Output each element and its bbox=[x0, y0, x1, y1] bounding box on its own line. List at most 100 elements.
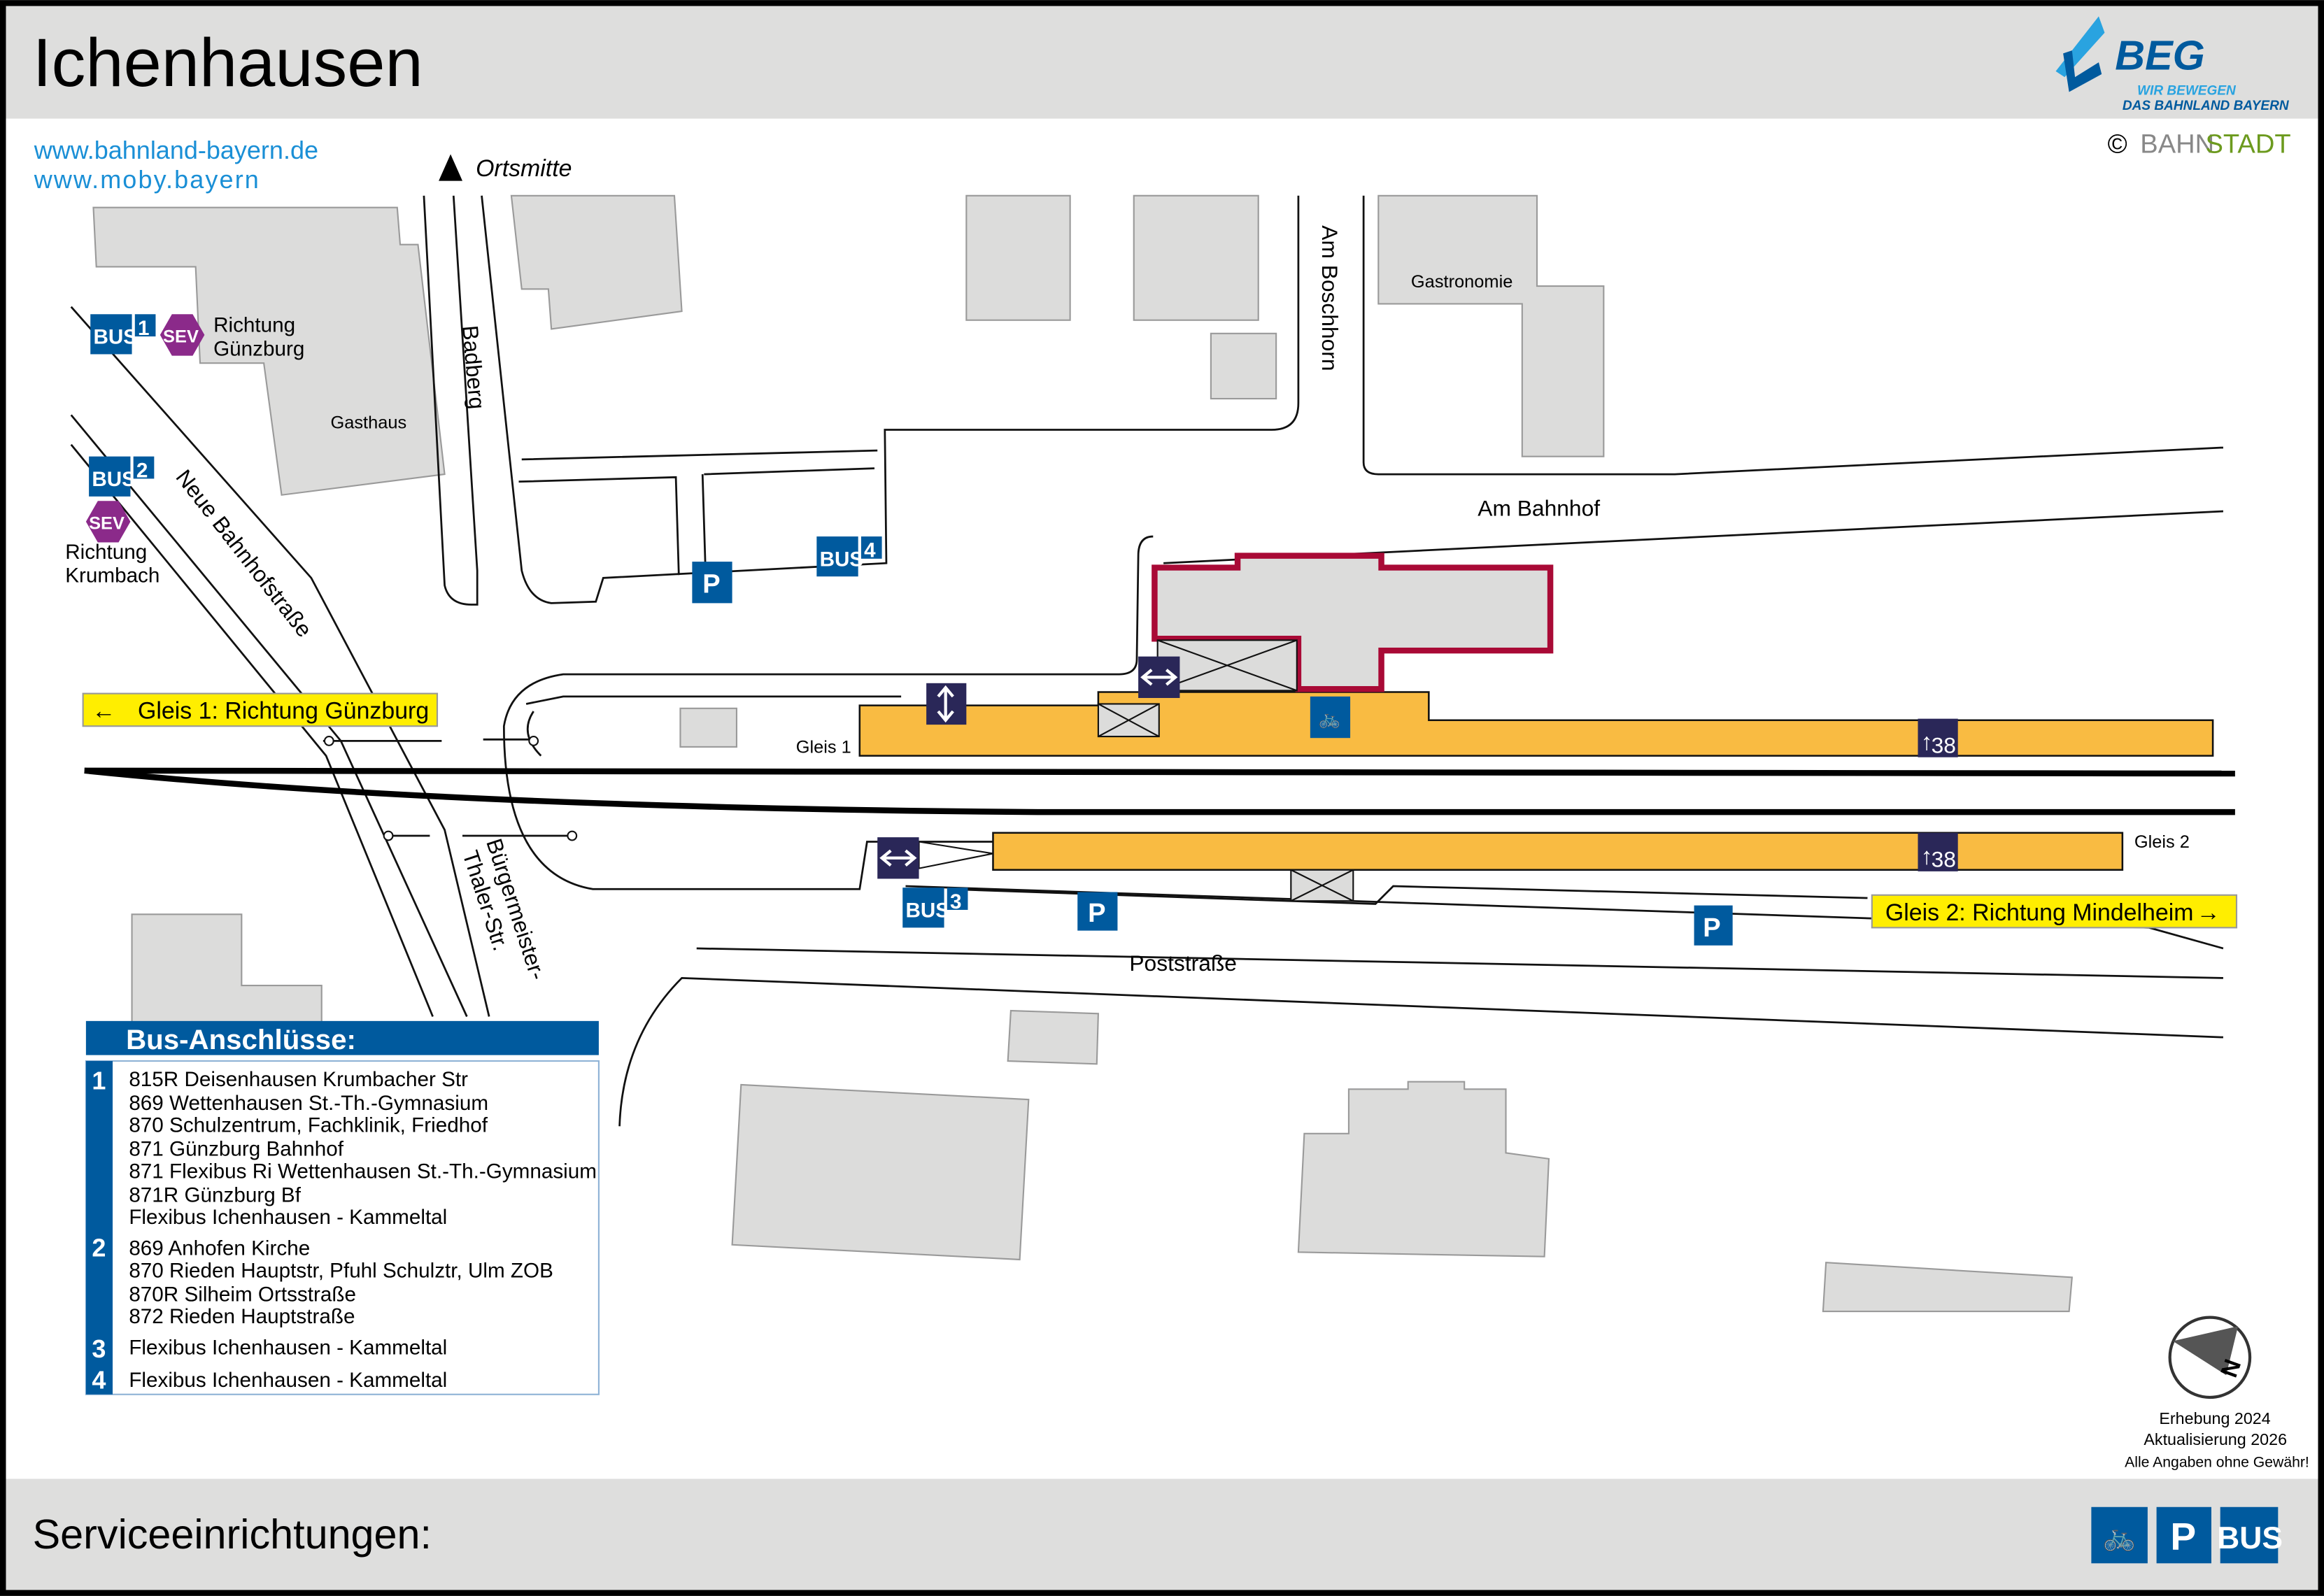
svg-text:871 Flexibus Ri Wettenhausen S: 871 Flexibus Ri Wettenhausen St.-Th.-Gym… bbox=[129, 1160, 597, 1183]
svg-text:Flexibus Ichenhausen - Kammelt: Flexibus Ichenhausen - Kammeltal bbox=[129, 1369, 447, 1392]
svg-text:38: 38 bbox=[1932, 732, 1956, 757]
svg-text:2: 2 bbox=[136, 459, 148, 482]
bicycle-parking-icon: 🚲 bbox=[1310, 696, 1351, 739]
direction-guenzburg-2: Günzburg bbox=[213, 338, 304, 361]
svg-text:©: © bbox=[2108, 129, 2127, 159]
footer-title: Serviceeinrichtungen: bbox=[33, 1511, 432, 1558]
svg-text:DAS BAHNLAND BAYERN: DAS BAHNLAND BAYERN bbox=[2123, 99, 2290, 113]
street-am-boschhorn: Am Boschhorn bbox=[1317, 225, 1342, 371]
svg-text:872 Rieden Hauptstraße: 872 Rieden Hauptstraße bbox=[129, 1305, 355, 1328]
parking-icon: P bbox=[1077, 892, 1118, 931]
svg-text:1: 1 bbox=[92, 1066, 106, 1095]
platform-height-sign: ↑ 38 bbox=[1918, 832, 1958, 872]
svg-text:↑: ↑ bbox=[1921, 729, 1933, 755]
svg-text:871 Günzburg Bahnhof: 871 Günzburg Bahnhof bbox=[129, 1138, 343, 1161]
svg-text:869 Wettenhausen St.-Th.-Gymna: 869 Wettenhausen St.-Th.-Gymnasium bbox=[129, 1092, 488, 1115]
svg-text:SEV: SEV bbox=[163, 327, 199, 347]
svg-text:STADT: STADT bbox=[2206, 129, 2291, 159]
signal-markers bbox=[323, 736, 578, 841]
svg-text:BAHN: BAHN bbox=[2140, 129, 2214, 159]
svg-text:↑: ↑ bbox=[1921, 843, 1933, 869]
link-moby[interactable]: www.moby.bayern bbox=[34, 165, 260, 194]
link-bahnland[interactable]: www.bahnland-bayern.de bbox=[34, 136, 318, 164]
track-1 bbox=[84, 767, 2235, 777]
ortsmitte-label: Ortsmitte bbox=[476, 155, 572, 182]
sev-icon: SEV bbox=[160, 314, 205, 356]
svg-text:Bus-Anschlüsse:: Bus-Anschlüsse: bbox=[126, 1024, 356, 1055]
gastronomie-label: Gastronomie bbox=[1411, 272, 1512, 292]
svg-text:P: P bbox=[1088, 898, 1105, 928]
street-am-bahnhof: Am Bahnhof bbox=[1478, 495, 1600, 520]
svg-text:3: 3 bbox=[92, 1334, 106, 1363]
platform-height-sign: ↑ 38 bbox=[1918, 718, 1958, 757]
gleis-2-direction: Gleis 2: Richtung Mindelheim → bbox=[1871, 894, 2238, 929]
bahnstadt-copyright: © BAHN STADT bbox=[2108, 129, 2291, 159]
svg-text:BUS: BUS bbox=[905, 899, 949, 922]
svg-text:BUS: BUS bbox=[93, 326, 137, 349]
svg-text:BEG: BEG bbox=[2115, 32, 2205, 79]
crossing-horizontal-icon bbox=[1138, 656, 1180, 698]
svg-text:870 Schulzentrum, Fachklinik,: 870 Schulzentrum, Fachklinik, Friedhof bbox=[129, 1114, 488, 1137]
bicycle-icon: 🚲 bbox=[2091, 1506, 2148, 1564]
svg-text:4: 4 bbox=[864, 539, 876, 562]
svg-text:P: P bbox=[1703, 913, 1720, 943]
gasthaus-label: Gasthaus bbox=[330, 413, 406, 432]
compass-icon: N bbox=[2168, 1316, 2252, 1399]
sev-icon: SEV bbox=[85, 501, 131, 543]
svg-text:BUS: BUS bbox=[820, 548, 864, 571]
svg-text:871R Günzburg Bf: 871R Günzburg Bf bbox=[129, 1183, 301, 1206]
stairs-vertical-icon bbox=[926, 683, 967, 725]
track-2 bbox=[84, 767, 2235, 815]
svg-text:Gleis 1: Richtung Günzburg: Gleis 1: Richtung Günzburg bbox=[138, 698, 429, 725]
svg-text:815R Deisenhausen Krumbacher S: 815R Deisenhausen Krumbacher Str bbox=[129, 1068, 468, 1091]
bus-stop-3[interactable]: BUS 3 bbox=[902, 888, 968, 928]
direction-krumbach-2: Krumbach bbox=[65, 564, 160, 587]
arrow-right-icon: → bbox=[2197, 899, 2220, 926]
bus-connections-panel: Bus-Anschlüsse: 1 815R Deisenhausen Krum… bbox=[85, 1020, 600, 1395]
bus-stop-2[interactable]: BUS 2 bbox=[89, 456, 155, 497]
buildings bbox=[92, 194, 2073, 1313]
parking-icon: P bbox=[2156, 1506, 2211, 1564]
street-badberg: Badberg bbox=[458, 325, 490, 411]
gleis-1-label: Gleis 1 bbox=[796, 737, 851, 757]
crossing-horizontal-icon bbox=[877, 837, 919, 879]
svg-text:4: 4 bbox=[92, 1365, 106, 1394]
bus-stop-1[interactable]: BUS 1 bbox=[90, 314, 156, 355]
parking-icon: P bbox=[1694, 905, 1733, 946]
platform-gleis-1 bbox=[858, 691, 2214, 757]
beg-logo: BEG WIR BEWEGEN DAS BAHNLAND BAYERN bbox=[2055, 16, 2290, 113]
footer-band bbox=[0, 1479, 2324, 1596]
svg-text:BUS: BUS bbox=[2217, 1521, 2283, 1555]
svg-text:38: 38 bbox=[1932, 847, 1956, 872]
gleis-1-direction: ← Gleis 1: Richtung Günzburg bbox=[82, 692, 439, 727]
svg-text:870R Silheim Ortsstraße: 870R Silheim Ortsstraße bbox=[129, 1283, 356, 1306]
north-arrow-icon bbox=[439, 154, 463, 181]
svg-text:870 Rieden Hauptstr, Pfuhl Sch: 870 Rieden Hauptstr, Pfuhl Schulztr, Ulm… bbox=[129, 1259, 553, 1282]
svg-text:🚲: 🚲 bbox=[2103, 1522, 2136, 1552]
svg-text:WIR BEWEGEN: WIR BEWEGEN bbox=[2137, 84, 2237, 99]
svg-text:869 Anhofen Kirche: 869 Anhofen Kirche bbox=[129, 1237, 310, 1260]
note-erhebung: Erhebung 2024 bbox=[2159, 1409, 2270, 1427]
bus-stop-4[interactable]: BUS 4 bbox=[816, 536, 882, 577]
station-building[interactable] bbox=[1152, 553, 1554, 692]
svg-text:2: 2 bbox=[92, 1234, 106, 1262]
canopy bbox=[1097, 639, 1354, 902]
note-disclaimer: Alle Angaben ohne Gewähr! bbox=[2125, 1455, 2309, 1471]
direction-guenzburg: Richtung bbox=[213, 314, 295, 337]
header-band bbox=[0, 0, 2324, 119]
street-poststrasse: Poststraße bbox=[1129, 950, 1237, 976]
svg-text:P: P bbox=[702, 569, 720, 599]
gleis-2-label: Gleis 2 bbox=[2134, 832, 2190, 852]
svg-text:BUS: BUS bbox=[92, 468, 136, 491]
svg-text:P: P bbox=[2170, 1515, 2196, 1558]
svg-text:SEV: SEV bbox=[89, 513, 125, 533]
svg-text:3: 3 bbox=[950, 890, 962, 913]
page-title: Ichenhausen bbox=[33, 24, 423, 101]
parking-icon: P bbox=[692, 562, 732, 604]
svg-text:Gleis 2: Richtung Mindelheim: Gleis 2: Richtung Mindelheim bbox=[1885, 899, 2194, 926]
arrow-left-icon: ← bbox=[92, 698, 115, 725]
svg-text:1: 1 bbox=[138, 317, 150, 340]
svg-text:Flexibus Ichenhausen - Kammelt: Flexibus Ichenhausen - Kammeltal bbox=[129, 1206, 447, 1229]
direction-krumbach: Richtung bbox=[65, 541, 147, 564]
